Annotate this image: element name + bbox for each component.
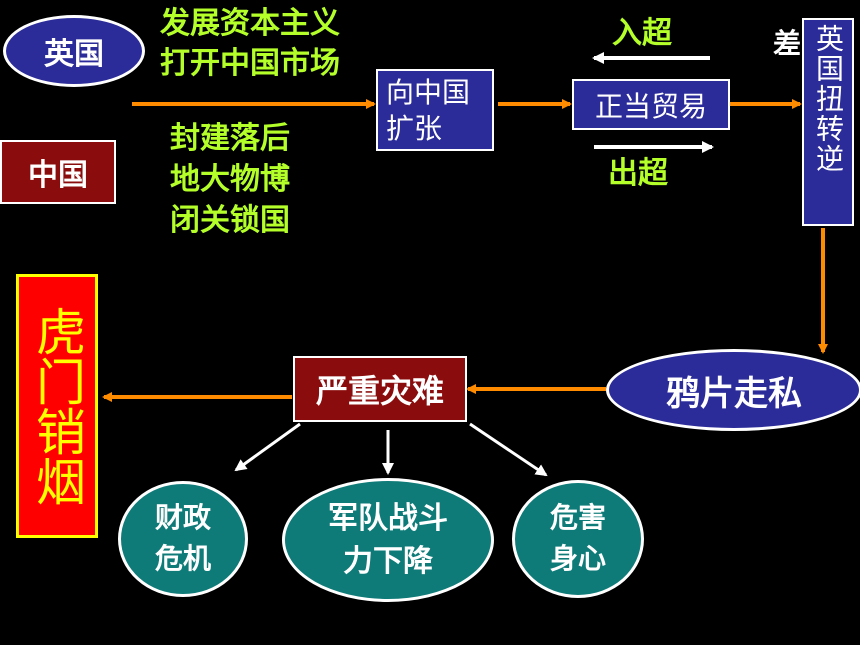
node-expand: 向中国 扩张 [376,69,494,151]
node-reverse-label: 英国扭转逆 [812,24,845,174]
node-china-label: 中国 [28,158,88,193]
node-army: 军队战斗 力下降 [282,478,494,602]
label-china-state: 封建落后 地大物博 闭关锁国 [170,121,290,238]
node-humen: 虎门销烟 [16,274,98,538]
node-reverse: 英国扭转逆 [802,18,854,226]
node-health: 危害 身心 [512,480,644,598]
node-china: 中国 [0,140,116,204]
node-disaster: 严重灾难 [293,356,467,422]
node-opium-label: 鸦片走私 [666,373,802,414]
node-opium: 鸦片走私 [606,349,860,431]
label-britain-motive: 发展资本主义 打开中国市场 [160,6,340,81]
arrow-to-finance [234,422,301,472]
node-britain-label: 英国 [44,37,104,72]
node-britain: 英国 [3,15,145,87]
arrow-to-health [469,422,548,477]
label-export: 出超 [608,156,668,191]
node-normal-trade: 正当贸易 [572,79,730,130]
label-deficit: 差 [773,27,802,60]
label-import: 入超 [612,16,672,51]
node-normal-trade-label: 正当贸易 [594,89,707,123]
node-humen-label: 虎门销烟 [28,306,86,506]
node-disaster-label: 严重灾难 [315,372,444,410]
node-finance: 财政 危机 [118,481,248,597]
